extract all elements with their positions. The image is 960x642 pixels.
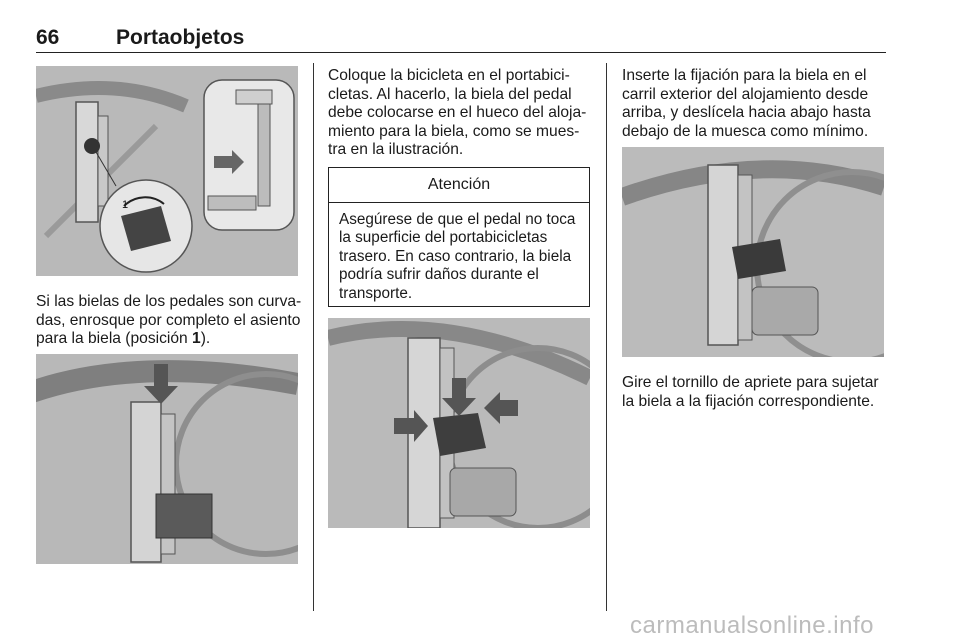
figure-crank-fixing-drawing — [622, 147, 884, 357]
figure-pedal-seat-drawing: 1 — [36, 66, 298, 276]
figure-crank-in-seat — [36, 354, 298, 564]
attention-box: Atención Asegúrese de que el pedal no to… — [328, 167, 590, 307]
detail-inset-crank — [203, 79, 295, 231]
page-number: 66 — [36, 26, 60, 49]
attention-title: Atención — [329, 168, 589, 203]
col2-paragraph: Coloque la bicicleta en el portabici-cle… — [328, 67, 587, 159]
column-divider-1 — [313, 63, 314, 611]
column-divider-2 — [606, 63, 607, 611]
watermark-text: carmanualsonline.info — [630, 612, 874, 639]
page-header: 66 Portaobjetos — [36, 26, 886, 52]
figure-insert-bike-drawing — [328, 318, 590, 528]
col3-paragraph-bottom: Gire el tornillo de apriete para sujetar… — [622, 374, 879, 410]
position-ref: 1 — [192, 330, 201, 348]
col1-paragraph: Si las bielas de los pedales son curva-d… — [36, 293, 302, 348]
col3-paragraph-top: Inserte la fijación para la biela en el … — [622, 67, 871, 140]
attention-body: Asegúrese de que el pedal no toca la sup… — [339, 211, 576, 302]
figure-insert-bike — [328, 318, 590, 528]
position-label-1: 1 — [122, 199, 128, 211]
figure-pedal-seat-position: 1 — [36, 66, 298, 276]
figure-crank-in-seat-drawing — [36, 354, 298, 564]
header-divider — [36, 52, 886, 53]
page-title: Portaobjetos — [116, 26, 245, 49]
figure-crank-fixing — [622, 147, 884, 357]
